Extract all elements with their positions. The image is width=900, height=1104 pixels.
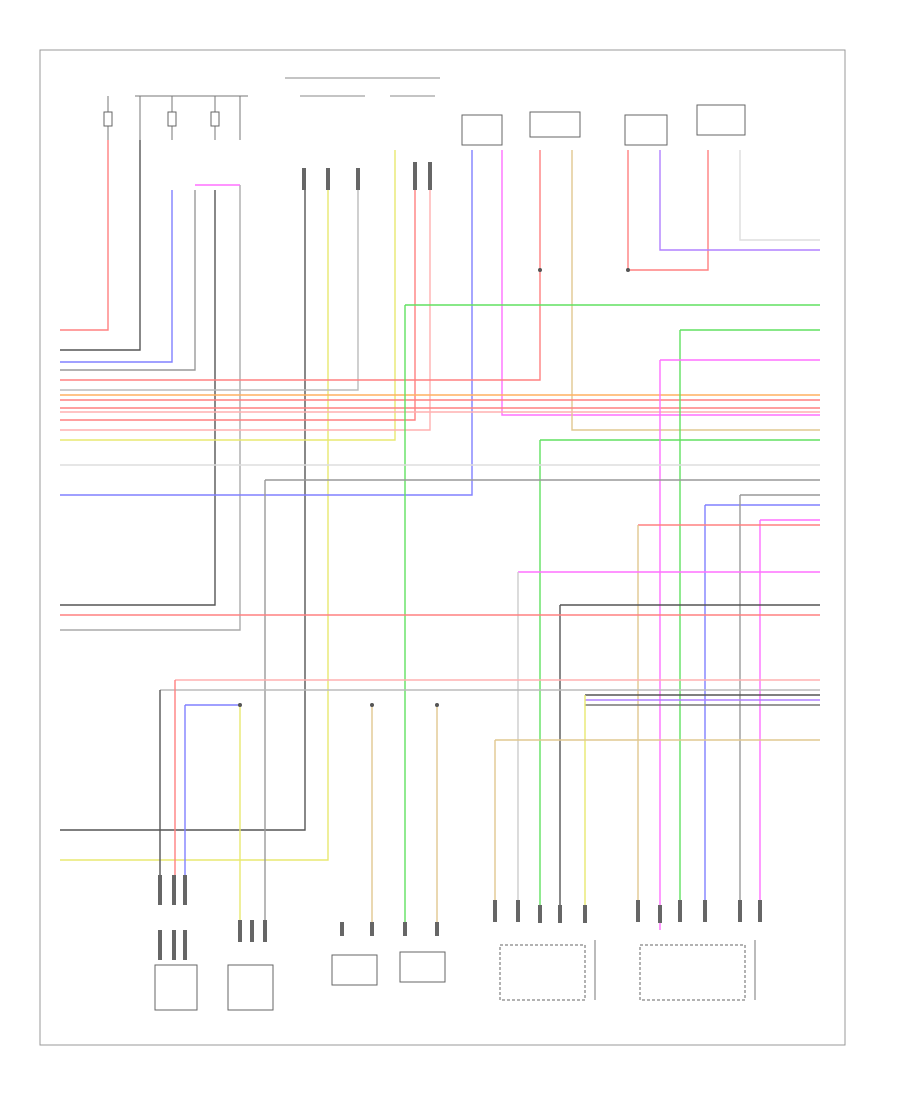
wire — [501, 150, 820, 416]
wire — [60, 150, 396, 441]
connector-icon — [183, 930, 187, 960]
connector-icon — [636, 900, 640, 922]
crankshaft-sensor-box — [154, 964, 198, 1011]
fuse-block — [103, 95, 248, 140]
sensor-box-icon — [529, 111, 581, 138]
connector-icon — [493, 900, 497, 922]
connector-icon — [516, 900, 520, 922]
wire — [60, 190, 173, 363]
solenoid-box — [399, 951, 446, 983]
connector-icon — [238, 920, 242, 942]
connector-icon — [758, 900, 762, 922]
connector-icon — [302, 168, 306, 190]
wire — [60, 185, 241, 631]
wire — [60, 190, 306, 831]
connector-icon — [403, 922, 407, 936]
connector-icon — [172, 930, 176, 960]
bottom-components — [154, 940, 756, 1011]
wire — [739, 150, 820, 241]
wire — [60, 190, 196, 371]
connector-icon — [738, 900, 742, 922]
splice-icon — [538, 268, 542, 272]
connector-icon — [413, 162, 417, 190]
wire — [60, 140, 109, 331]
splice-icon — [238, 703, 242, 707]
throttle-valve-box — [639, 944, 746, 1001]
solenoid-box — [331, 954, 378, 986]
connector-icon — [678, 900, 682, 922]
vertical-wires-top — [60, 140, 820, 861]
connector-icon — [158, 930, 162, 960]
fuse-icon — [210, 111, 220, 127]
connector-marks — [158, 162, 762, 960]
connector-icon — [428, 162, 432, 190]
connector-icon — [340, 922, 344, 936]
wire — [60, 190, 329, 861]
sensor-box-icon — [624, 114, 668, 146]
connector-icon — [356, 168, 360, 190]
connector-icon — [158, 875, 162, 905]
wire — [60, 150, 473, 496]
splice-icon — [435, 703, 439, 707]
wire — [60, 190, 216, 606]
horizontal-bus — [60, 304, 820, 930]
connector-icon — [250, 920, 254, 942]
connector-icon — [326, 168, 330, 190]
wire — [571, 150, 820, 431]
fuse-icon — [103, 111, 113, 127]
wire — [60, 190, 431, 431]
wire — [60, 190, 416, 421]
sensor-box-icon — [696, 104, 746, 136]
sensor-box-icon — [461, 114, 503, 146]
wire — [60, 190, 359, 391]
connector-icon — [558, 905, 562, 923]
camshaft-sensor-box — [499, 944, 586, 1001]
top-connector-bars — [285, 77, 440, 97]
connector-icon — [172, 875, 176, 905]
wire — [627, 150, 709, 271]
fuse-icon — [167, 111, 177, 127]
wire — [60, 140, 141, 351]
connector-icon — [658, 905, 662, 923]
splice-points — [238, 268, 630, 707]
fuel-pressure-sensor-box — [227, 964, 274, 1011]
top-sensors — [461, 104, 746, 146]
connector-icon — [703, 900, 707, 922]
connector-icon — [435, 922, 439, 936]
splice-icon — [370, 703, 374, 707]
wire — [659, 150, 820, 251]
connector-icon — [263, 920, 267, 942]
splice-icon — [626, 268, 630, 272]
wire — [60, 150, 541, 381]
diagram-frame — [39, 49, 846, 1046]
connector-icon — [583, 905, 587, 923]
connector-icon — [183, 875, 187, 905]
connector-icon — [370, 922, 374, 936]
connector-icon — [538, 905, 542, 923]
